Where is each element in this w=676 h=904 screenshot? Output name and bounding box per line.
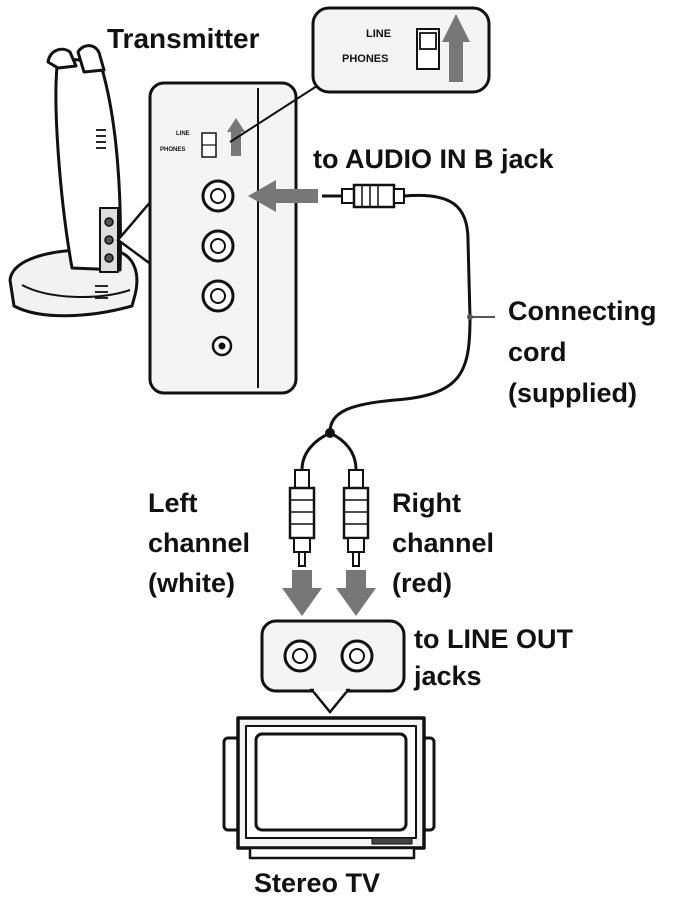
cord-label-line2: cord <box>508 337 567 367</box>
left-channel-line1: Left <box>148 488 198 518</box>
down-arrow-right-icon <box>336 570 376 616</box>
transmitter-label: Transmitter <box>107 23 260 54</box>
transmitter-icon <box>8 44 139 318</box>
up-arrow-large-icon <box>442 14 470 42</box>
cord-label-line1: Connecting <box>508 296 657 326</box>
switch-phones-label-large: PHONES <box>342 53 389 65</box>
up-arrow-small-icon <box>227 118 245 132</box>
right-channel-line1: Right <box>392 488 461 518</box>
mini-plug-icon <box>322 183 405 209</box>
left-channel-line2: channel <box>148 528 251 558</box>
cord-label-line3: (supplied) <box>508 378 637 408</box>
rca-plug-left <box>288 469 316 567</box>
switch-line-label-small: LINE <box>176 131 190 137</box>
switch-phones-label-small: PHONES <box>160 147 186 153</box>
stereo-tv-icon <box>222 716 436 860</box>
insert-arrow-audio-in-icon <box>248 180 318 212</box>
right-channel-line2: channel <box>392 528 495 558</box>
line-out-label-line2: jacks <box>414 661 482 691</box>
down-arrow-left-icon <box>282 570 322 616</box>
stereo-tv-label: Stereo TV <box>254 868 381 898</box>
tv-callout-wedge <box>309 688 351 714</box>
switch-line-label-large: LINE <box>366 28 392 40</box>
line-out-jack-panel <box>260 619 406 693</box>
rca-plug-right <box>342 469 370 567</box>
line-out-label-line1: to LINE OUT <box>414 624 573 654</box>
transmitter-jack-panel <box>148 81 298 395</box>
right-channel-line3: (red) <box>392 568 452 598</box>
connecting-cord <box>328 193 472 433</box>
left-channel-line3: (white) <box>148 568 235 598</box>
line-phones-switch-callout <box>311 6 491 94</box>
audio-in-label: to AUDIO IN B jack <box>313 144 554 174</box>
switch-callout-line <box>229 83 321 143</box>
